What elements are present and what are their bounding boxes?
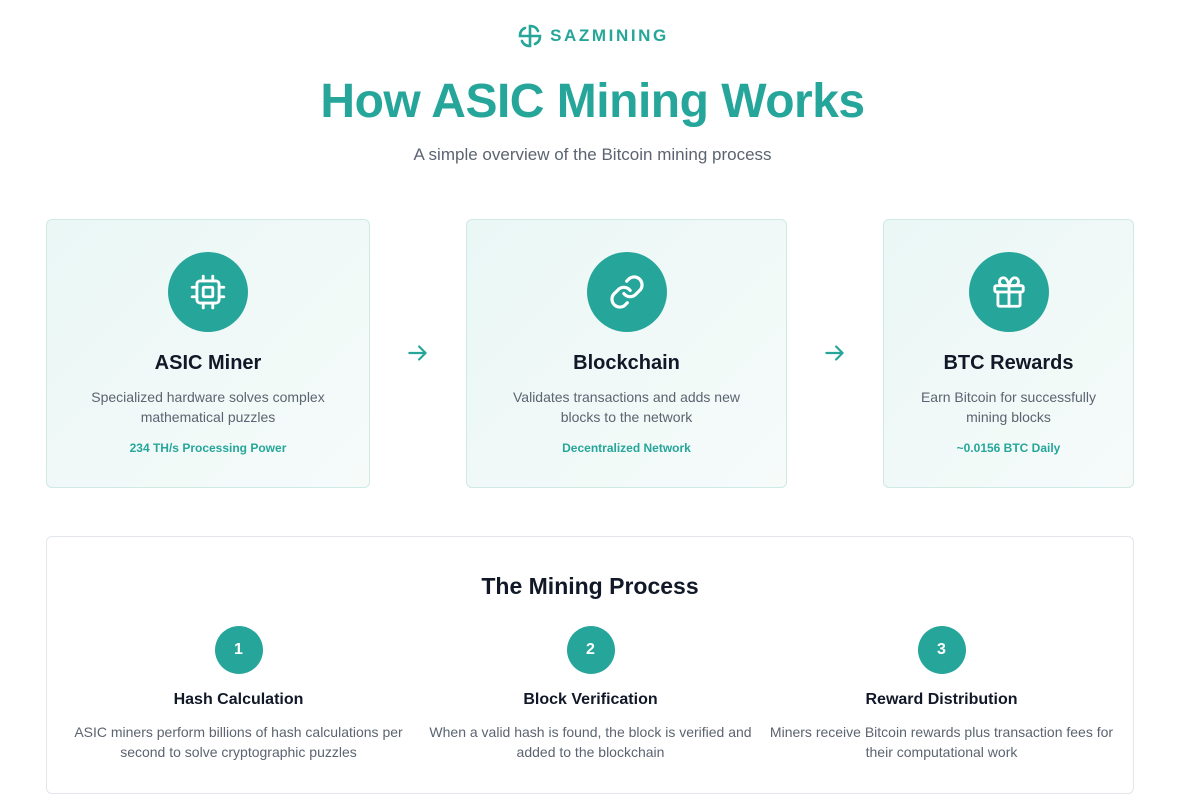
card-title: Blockchain: [573, 352, 680, 374]
card-icon-circle: [168, 252, 248, 332]
brand-logo[interactable]: SAZMINING: [0, 22, 1185, 50]
card-title: ASIC Miner: [154, 352, 262, 374]
step-description: ASIC miners perform billions of hash cal…: [74, 724, 403, 760]
card-description: Earn Bitcoin for successfully mining blo…: [920, 389, 1097, 425]
sazmining-logo-icon: [518, 24, 542, 48]
process-step: 3 Reward Distribution Miners receive Bit…: [766, 626, 1117, 762]
gift-icon: [992, 276, 1025, 308]
card-title: BTC Rewards: [943, 352, 1074, 374]
page-title: How ASIC Mining Works: [320, 75, 865, 128]
brand-name: SAZMINING: [550, 26, 669, 45]
card-stat: Decentralized Network: [562, 441, 691, 455]
card-blockchain: Blockchain Validates transactions and ad…: [466, 219, 787, 488]
process-step: 1 Hash Calculation ASIC miners perform b…: [63, 626, 414, 762]
process-title: The Mining Process: [481, 573, 699, 599]
step-title: Block Verification: [523, 691, 658, 708]
step-number-badge: 1: [214, 626, 263, 674]
card-description: Specialized hardware solves complex math…: [91, 389, 325, 425]
step-description: Miners receive Bitcoin rewards plus tran…: [769, 724, 1114, 760]
card-stat: ~0.0156 BTC Daily: [956, 441, 1061, 455]
card-stat: 234 TH/s Processing Power: [129, 441, 287, 455]
card-btc-rewards: BTC Rewards Earn Bitcoin for successfull…: [883, 219, 1134, 488]
card-description: Validates transactions and adds new bloc…: [513, 389, 740, 425]
link-icon: [609, 275, 644, 309]
mining-process-panel: The Mining Process 1 Hash Calculation AS…: [46, 536, 1134, 794]
process-step: 2 Block Verification When a valid hash i…: [415, 626, 766, 762]
step-number-badge: 2: [566, 626, 615, 674]
cpu-chip-icon: [190, 274, 226, 310]
card-asic-miner: ASIC Miner Specialized hardware solves c…: [46, 219, 370, 488]
step-title: Reward Distribution: [865, 691, 1018, 708]
step-number-badge: 3: [917, 626, 966, 674]
step-description: When a valid hash is found, the block is…: [429, 724, 752, 760]
card-icon-circle: [968, 252, 1049, 332]
page-subtitle: A simple overview of the Bitcoin mining …: [413, 145, 772, 164]
step-title: Hash Calculation: [173, 691, 304, 708]
card-icon-circle: [586, 252, 667, 332]
arrow-right-icon: [825, 345, 844, 361]
arrow-right-icon: [408, 345, 427, 361]
